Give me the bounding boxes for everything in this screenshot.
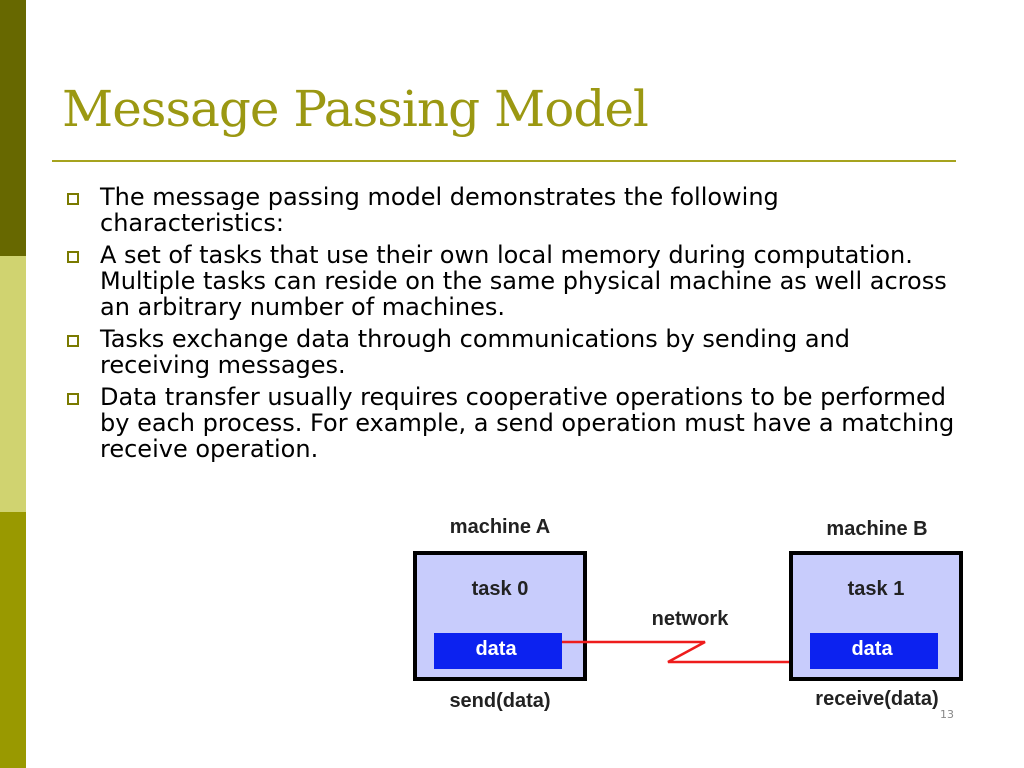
bullet-item: Tasks exchange data through communicatio… — [64, 326, 964, 378]
slide-title: Message Passing Model — [62, 80, 649, 138]
message-passing-diagram: machine A task 0 data send(data) network… — [413, 516, 963, 712]
task-1-label: task 1 — [848, 578, 905, 600]
machine-a-label: machine A — [450, 516, 550, 538]
square-bullet-icon — [67, 335, 79, 347]
machine-b-label: machine B — [826, 518, 927, 540]
bullet-item: A set of tasks that use their own local … — [64, 242, 964, 320]
bullet-text: A set of tasks that use their own local … — [100, 241, 947, 321]
decorative-bar-top — [0, 0, 26, 256]
square-bullet-icon — [67, 193, 79, 205]
network-arrow — [562, 640, 808, 664]
bullet-item: Data transfer usually requires cooperati… — [64, 384, 964, 462]
data-block-b — [810, 633, 938, 669]
send-operation-label: send(data) — [449, 690, 550, 712]
bullet-text: Tasks exchange data through communicatio… — [100, 325, 851, 379]
title-underline — [52, 160, 956, 162]
square-bullet-icon — [67, 251, 79, 263]
task-0-label: task 0 — [472, 578, 529, 600]
bullet-item: The message passing model demonstrates t… — [64, 184, 964, 236]
decorative-bar-bottom — [0, 512, 26, 768]
data-block-a — [434, 633, 562, 669]
bullet-text: The message passing model demonstrates t… — [100, 183, 779, 237]
data-label-a: data — [475, 638, 517, 660]
data-label-b: data — [851, 638, 893, 660]
network-label: network — [652, 608, 730, 630]
bullet-list: The message passing model demonstrates t… — [64, 184, 964, 468]
receive-operation-label: receive(data) — [815, 688, 938, 710]
bullet-text: Data transfer usually requires cooperati… — [100, 383, 955, 463]
square-bullet-icon — [67, 393, 79, 405]
slide-number: 13 — [940, 708, 954, 721]
decorative-bar-middle — [0, 256, 26, 512]
